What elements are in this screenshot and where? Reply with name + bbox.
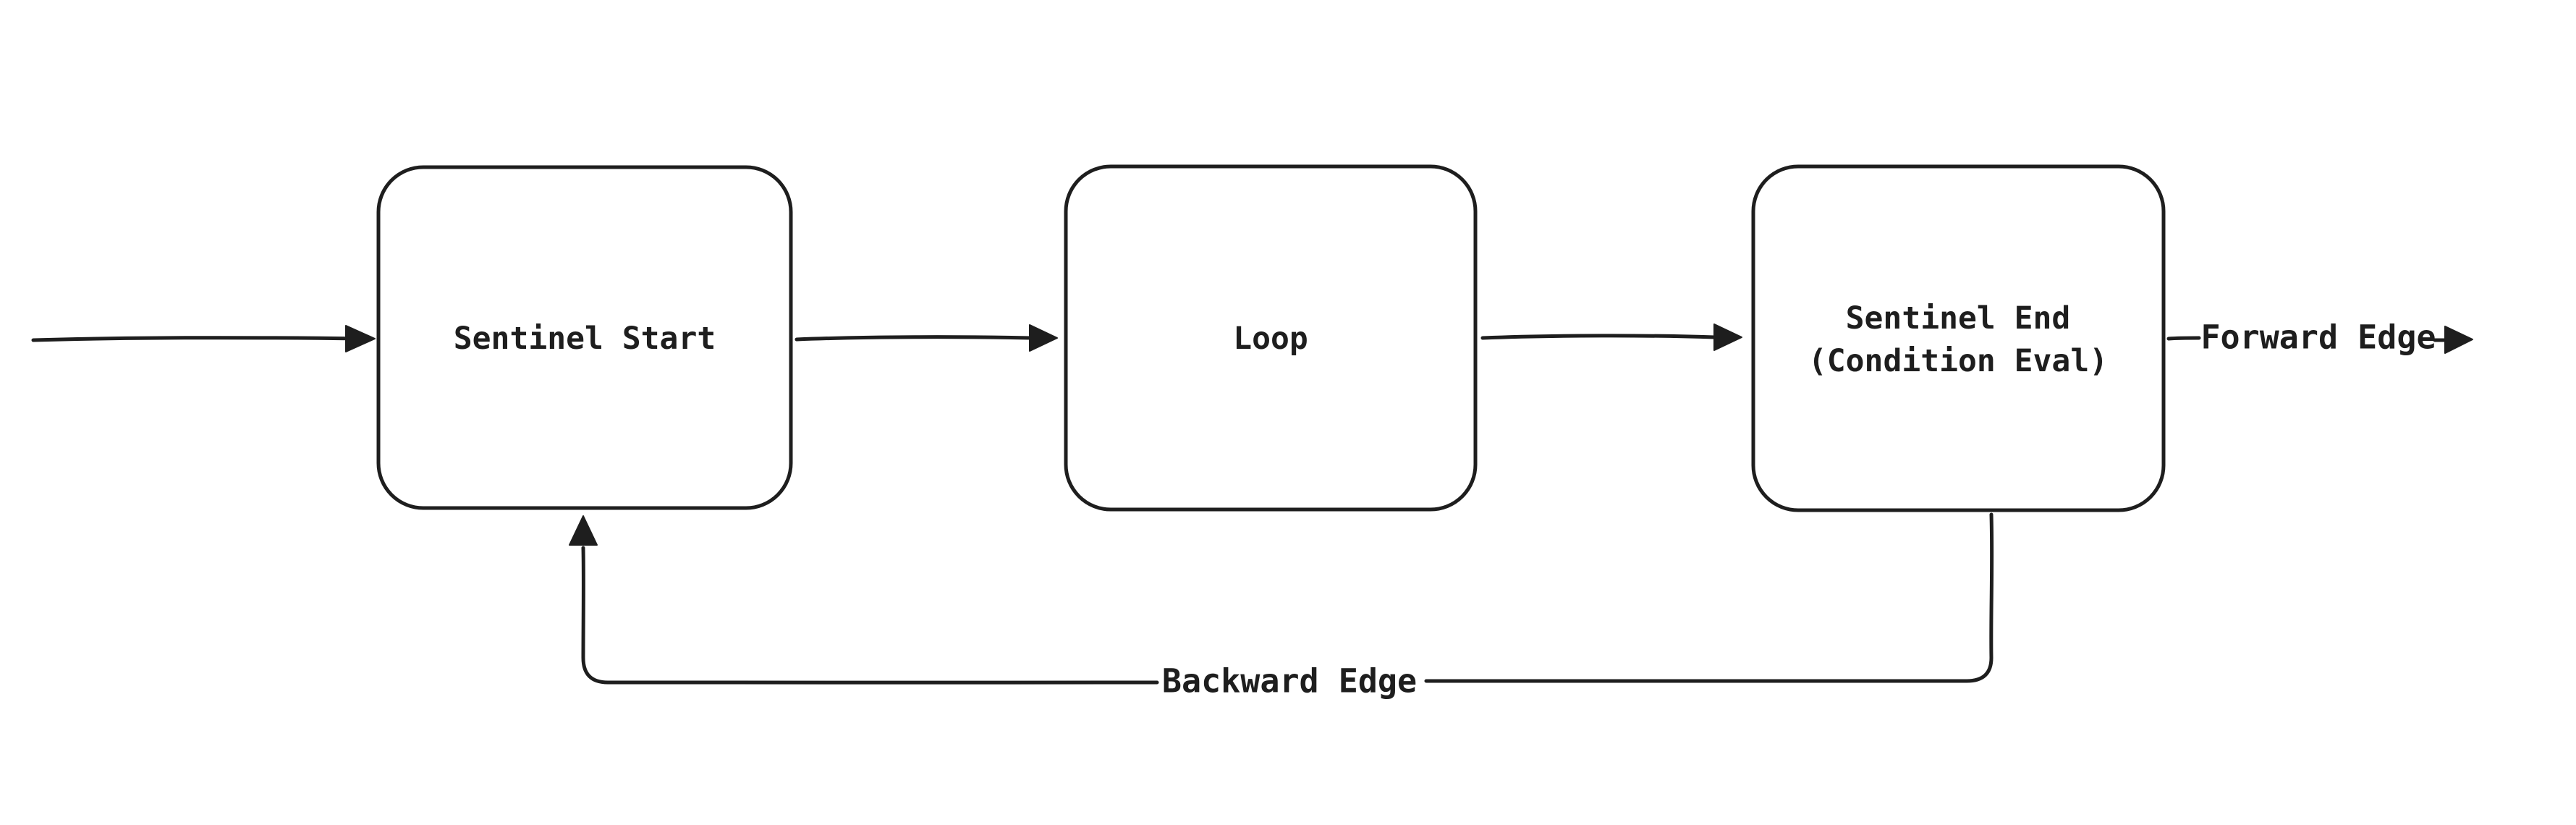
node-label-sentinel-end-line1: Sentinel End: [1846, 300, 2071, 337]
arrowhead: [569, 515, 598, 546]
node-label-loop: Loop: [1233, 321, 1308, 357]
arrowhead: [1713, 323, 1742, 351]
edge-loop-to-end: [1480, 323, 1742, 351]
node-label-sentinel-end-line2: (Condition Eval): [1808, 343, 2108, 379]
node-label-sentinel-start: Sentinel Start: [454, 321, 716, 357]
edge-line: [795, 335, 1033, 342]
edge-forward: Forward Edge: [2166, 318, 2473, 357]
edge-line: [31, 336, 365, 342]
edge-label-backward: Backward Edge: [1162, 662, 1417, 701]
edge-line: [2166, 336, 2201, 341]
edge-start-to-loop: [795, 324, 1058, 352]
node-sentinel-end: Sentinel End (Condition Eval): [1751, 164, 2166, 512]
node-sentinel-start: Sentinel Start: [376, 165, 793, 510]
edge-entry: [31, 325, 376, 352]
arrowhead: [2444, 326, 2473, 354]
edge-line: [1480, 334, 1717, 340]
node-box: [1064, 164, 1478, 512]
node-box: [1751, 164, 2166, 512]
arrowhead: [1029, 324, 1058, 352]
edge-line: [581, 546, 1159, 685]
edge-backward: Backward Edge: [569, 512, 1994, 701]
edge-label-forward: Forward Edge: [2200, 318, 2436, 357]
arrowhead: [345, 325, 376, 352]
edge-line: [1424, 512, 1994, 683]
node-box: [376, 165, 793, 510]
node-loop: Loop: [1064, 164, 1478, 512]
